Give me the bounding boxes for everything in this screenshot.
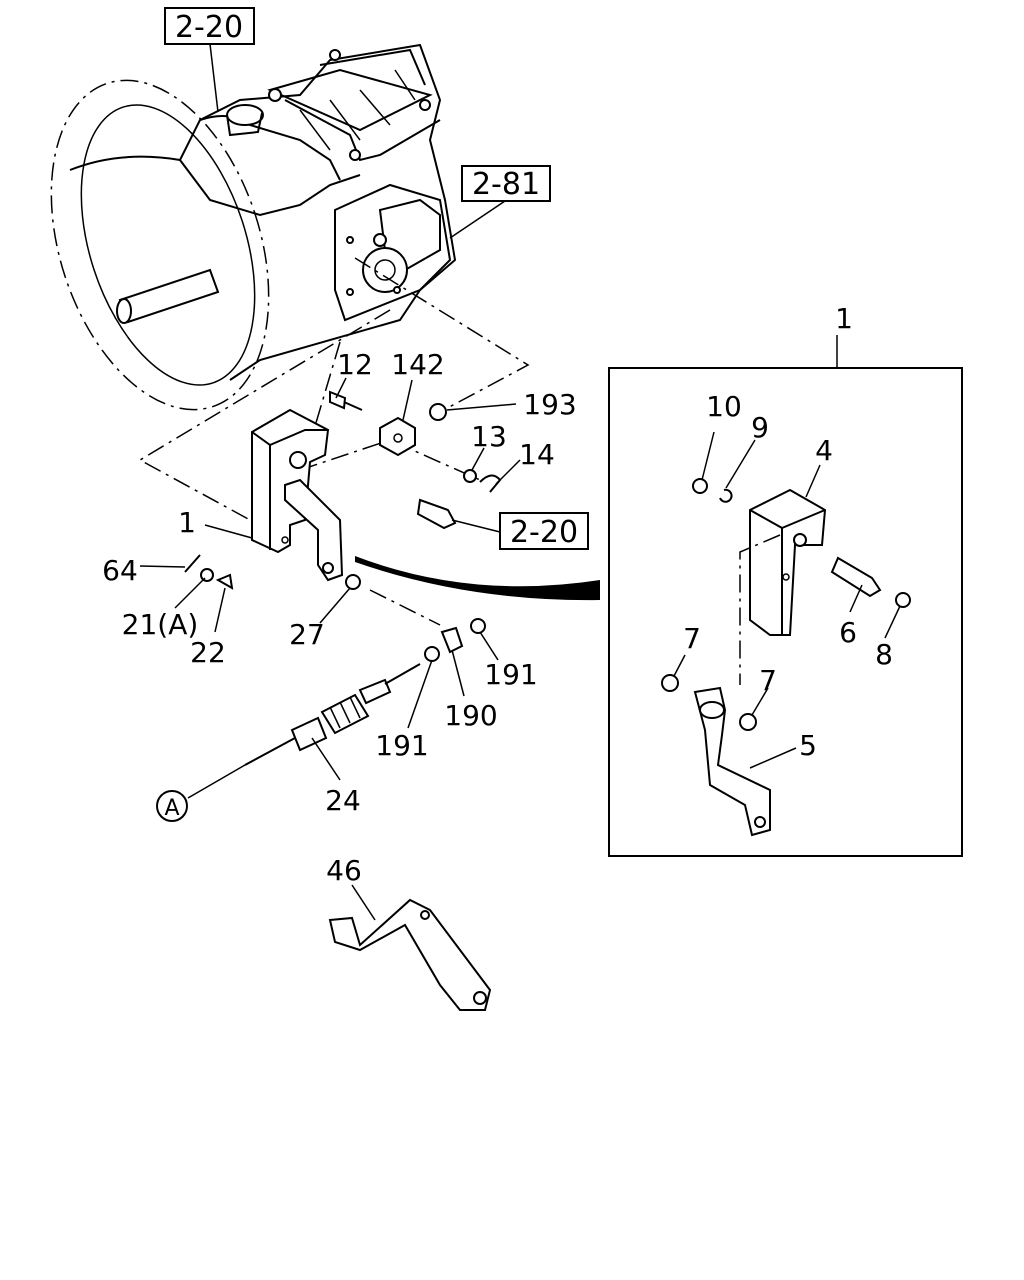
- nut-part-193: [429, 403, 447, 421]
- label-part-7-right[interactable]: 7: [759, 664, 777, 697]
- bushing-part-7-right: [739, 713, 757, 731]
- leader-lines: [139, 377, 901, 921]
- bolt-from-2-20: [416, 498, 457, 530]
- bracket-part-1: [251, 408, 344, 582]
- callout-a[interactable]: A: [156, 790, 188, 822]
- label-part-193[interactable]: 193: [523, 388, 576, 421]
- label-part-1-inset[interactable]: 1: [835, 302, 853, 335]
- bushing-part-7-left: [661, 674, 679, 692]
- label-part-10[interactable]: 10: [706, 390, 742, 423]
- nut-part-191-right: [470, 618, 486, 634]
- cable-part-24: [244, 663, 421, 766]
- lever-part-5: [693, 686, 771, 837]
- inset-pointer: [355, 556, 600, 601]
- label-part-190[interactable]: 190: [444, 699, 497, 732]
- nut-part-191-left: [424, 646, 440, 662]
- part-labels: 1 12 142 193 13 14 1 64 21(A) 22 27 191 …: [102, 302, 893, 887]
- bolt-part-12: [329, 390, 363, 411]
- label-part-24[interactable]: 24: [325, 784, 361, 817]
- bushing-part-27: [345, 574, 361, 590]
- ref-box-2-20-top-label: 2-20: [175, 10, 243, 45]
- transmission-illustration: [50, 43, 457, 411]
- joint-part-190: [440, 626, 464, 654]
- label-part-191-right[interactable]: 191: [484, 658, 537, 691]
- label-part-21[interactable]: 21(A): [122, 608, 199, 641]
- ref-box-2-81[interactable]: 2-81: [461, 165, 551, 202]
- ref-box-2-20-top[interactable]: 2-20: [164, 7, 255, 45]
- label-part-191-left[interactable]: 191: [375, 729, 428, 762]
- label-part-4[interactable]: 4: [815, 434, 833, 467]
- callout-a-label: A: [164, 796, 179, 821]
- ref-box-2-20-mid[interactable]: 2-20: [499, 512, 589, 550]
- nut-part-10: [692, 478, 708, 494]
- label-part-9[interactable]: 9: [751, 411, 769, 444]
- nipple-part-8: [895, 592, 911, 608]
- label-part-8[interactable]: 8: [875, 638, 893, 671]
- inset-frame: [608, 367, 963, 857]
- bolt-part-6: [830, 556, 882, 598]
- ring-part-9: [719, 488, 733, 503]
- ref-box-2-20-mid-label: 2-20: [510, 515, 578, 550]
- label-part-6[interactable]: 6: [839, 616, 857, 649]
- label-part-27[interactable]: 27: [289, 618, 325, 651]
- ref-box-2-81-label: 2-81: [472, 167, 540, 202]
- clip-part-22: [215, 573, 234, 590]
- washer-part-13: [463, 469, 477, 483]
- label-part-1-main[interactable]: 1: [178, 506, 196, 539]
- label-part-64[interactable]: 64: [102, 554, 138, 587]
- bracket-part-4: [749, 488, 827, 636]
- label-part-7-left[interactable]: 7: [683, 622, 701, 655]
- label-part-12[interactable]: 12: [337, 348, 373, 381]
- label-part-22[interactable]: 22: [190, 636, 226, 669]
- label-part-5[interactable]: 5: [799, 729, 817, 762]
- cotter-pin-part-64: [184, 554, 201, 573]
- label-part-14[interactable]: 14: [519, 438, 555, 471]
- label-part-142[interactable]: 142: [391, 348, 444, 381]
- label-part-13[interactable]: 13: [471, 420, 507, 453]
- lever-part-46: [328, 898, 492, 1011]
- label-part-46[interactable]: 46: [326, 854, 362, 887]
- damper-part-142: [379, 416, 416, 457]
